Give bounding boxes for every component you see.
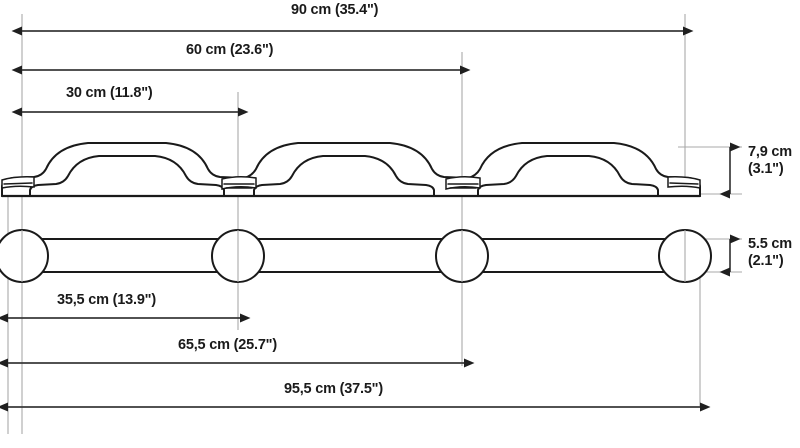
centre-marks: [21, 230, 686, 282]
flange-left: [1, 176, 35, 189]
flange-left-line: [3, 182, 33, 185]
grab-bar-side-elevation: [0, 142, 702, 198]
dimension-label-35-5cm: 35,5 cm (13.9"): [57, 292, 156, 308]
dimension-label-7-9cm-imperial: (3.1"): [748, 160, 784, 177]
dimension-label-30cm: 30 cm (11.8"): [66, 85, 153, 101]
dimension-label-60cm: 60 cm (23.6"): [186, 42, 274, 58]
dimension-label-5-5cm-metric: 5.5 cm: [748, 236, 792, 252]
dimension-label-65-5cm: 65,5 cm (25.7"): [178, 337, 277, 353]
rail-body: [8, 239, 700, 272]
dimension-label-7-9cm: 7,9 cm (3.1"): [748, 144, 792, 177]
dimension-label-90cm: 90 cm (35.4"): [291, 2, 379, 18]
flange-right: [667, 176, 701, 189]
grab-bar-plan-view: [0, 229, 712, 283]
dimension-label-5-5cm-imperial: (2.1"): [748, 252, 784, 269]
mounting-point-1: [0, 229, 49, 283]
extension-lines: [7, 14, 742, 434]
arch-inner-profile-1: [29, 155, 225, 197]
flange-mid-1: [221, 175, 257, 190]
arch-inner-profile-3: [477, 155, 659, 197]
dimension-label-7-9cm-metric: 7,9 cm: [748, 144, 792, 160]
mounting-flange-details: [1, 175, 701, 190]
flange-mid-2: [445, 175, 481, 190]
arch-inner-profile-2: [253, 155, 435, 197]
dimension-label-5-5cm: 5.5 cm (2.1"): [748, 236, 792, 269]
horizontal-dimension-lines: [0, 26, 711, 412]
dimension-label-95-5cm: 95,5 cm (37.5"): [284, 381, 383, 397]
flange-right-line: [669, 182, 699, 185]
